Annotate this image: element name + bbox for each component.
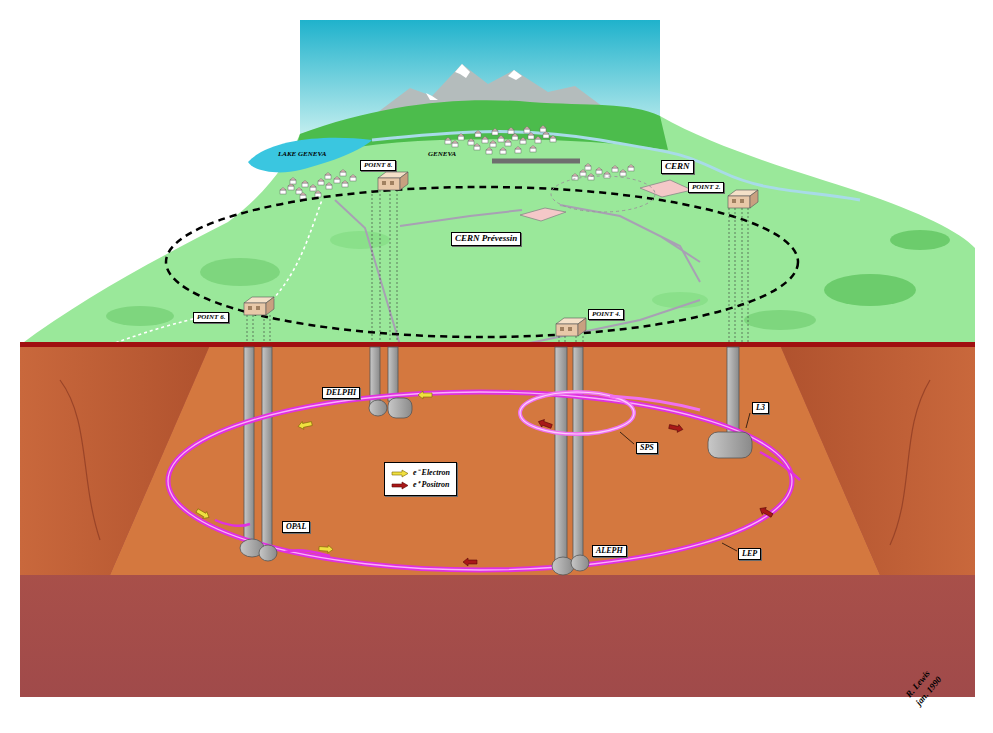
callout-label-box: LEP [738,548,761,560]
callout-label: CERN Prévessin [455,233,517,245]
callout-label: LEP [742,549,757,559]
legend-entry: e⁻ Electron [391,467,450,479]
callout-label: POINT 8. [364,161,392,170]
callout-label: ALEPH [596,546,623,556]
callout-label: SPS [640,443,654,453]
callout-label-box: L3 [752,402,769,414]
callout-label-box: DELPHI [322,387,360,399]
callout-label: POINT 2. [692,183,720,192]
callout-label-box: POINT 6. [193,312,229,323]
legend-arrow [391,469,409,478]
place-name: LAKE GENEVA [278,151,326,159]
callout-label: DELPHI [326,388,356,398]
legend-arrow [391,481,409,490]
callout-label-box: POINT 4. [588,309,624,320]
legend-text: e⁺ Positron [413,479,450,491]
callout-label: POINT 6. [197,313,225,322]
callout-label-box: OPAL [282,521,310,533]
callout-label: L3 [756,403,765,413]
callout-label: CERN [665,161,690,173]
callout-label-box: CERN Prévessin [451,232,521,246]
legend-entry: e⁺ Positron [391,479,450,491]
legend-box: e⁻ Electrone⁺ Positron [384,462,457,496]
callout-label-box: POINT 8. [360,160,396,171]
callout-label-box: ALEPH [592,545,627,557]
legend-text: e⁻ Electron [413,467,450,479]
callout-label-box: POINT 2. [688,182,724,193]
callout-label-box: SPS [636,442,658,454]
callout-label-box: CERN [661,160,694,174]
callout-label: OPAL [286,522,306,532]
place-name: GENEVA [428,151,456,159]
callout-label: POINT 4. [592,310,620,319]
